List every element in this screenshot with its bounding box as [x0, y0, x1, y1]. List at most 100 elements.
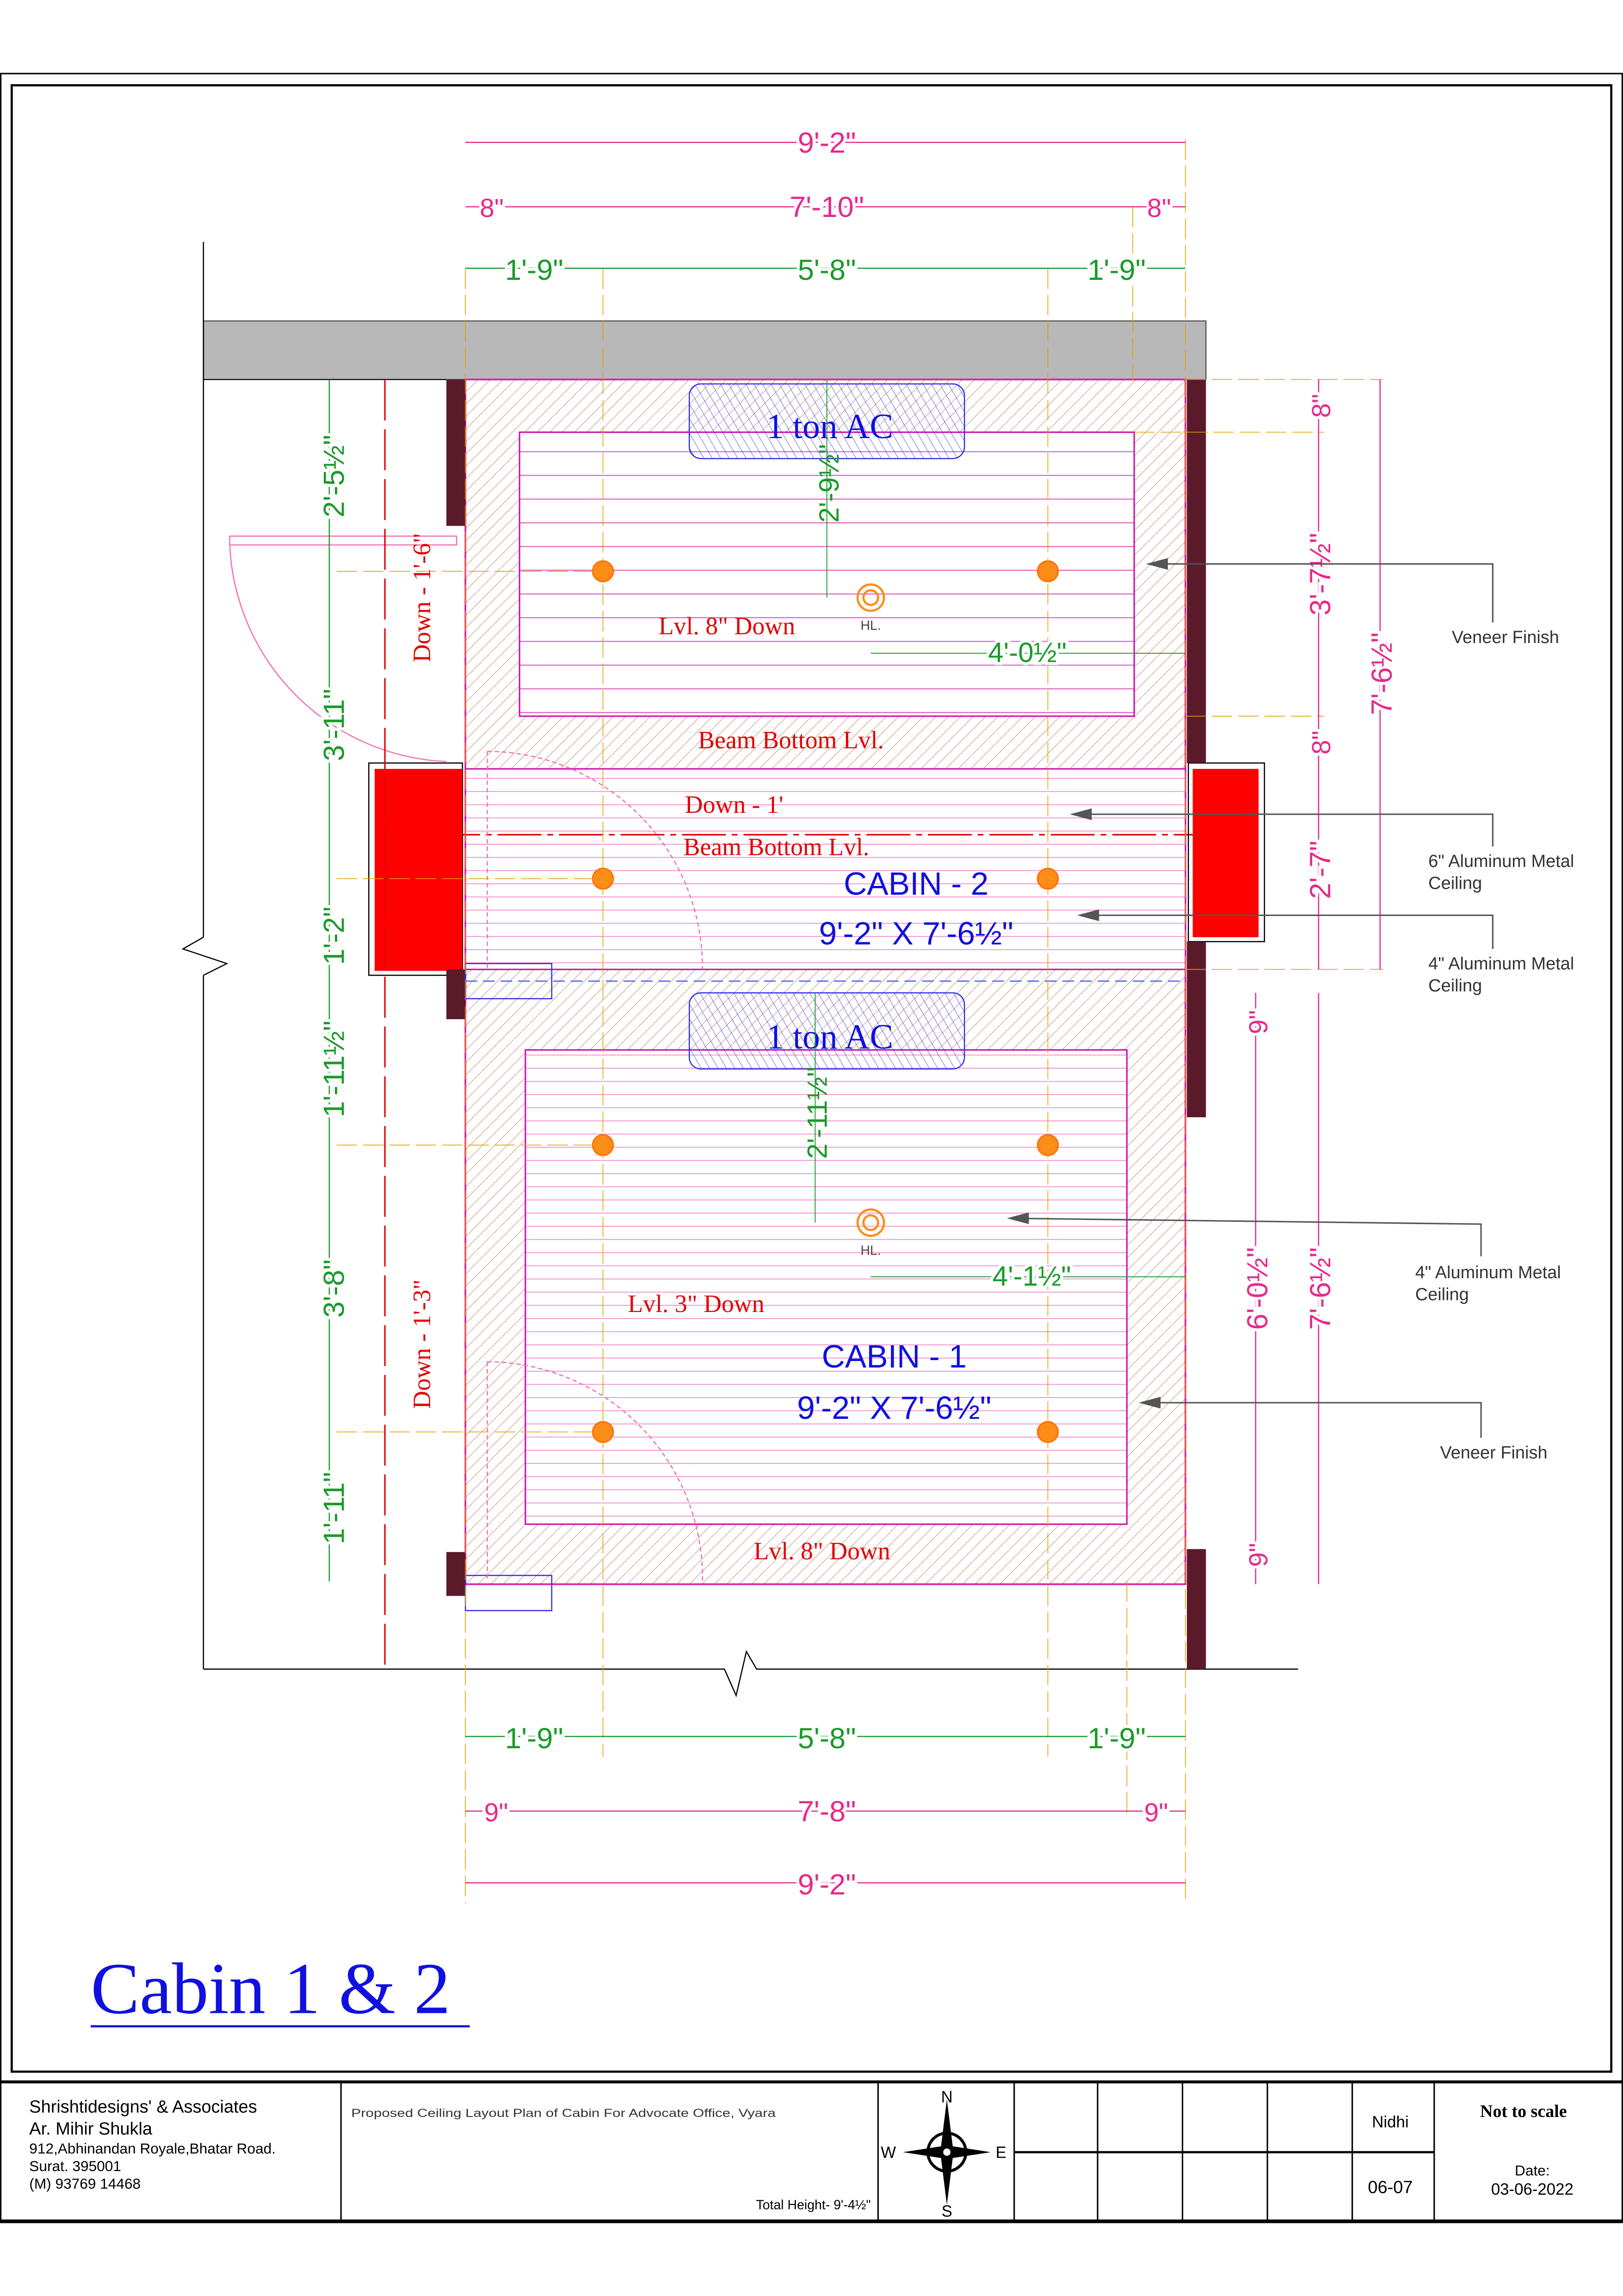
hanging-light-icon: [856, 1208, 885, 1237]
ac-unit-lower: [689, 992, 965, 1070]
tb-address1: 912,Abhinandan Royale,Bhatar Road.: [29, 2140, 276, 2157]
cabin2-name: CABIN - 2: [844, 866, 988, 902]
dim-left-5: 3'-8": [318, 1259, 351, 1318]
dim-right-l3: 9": [1244, 1543, 1273, 1567]
hanging-lights: [856, 583, 885, 1237]
arrow-icon: [1077, 909, 1099, 922]
tb-sheet-no: 06-07: [1368, 2178, 1413, 2197]
label-down-left-lower: Down - 1'-3": [408, 1280, 436, 1409]
bottom-wall-line: [203, 1650, 1298, 1697]
annotation-5: Veneer Finish: [1440, 1443, 1547, 1462]
dim-bot-right: 9": [1144, 1798, 1168, 1827]
dark-wall-strip: [446, 969, 466, 1020]
label-down1: Down - 1': [685, 791, 784, 818]
cabin1-name: CABIN - 1: [822, 1338, 967, 1374]
dim-top-mid: 7'-10": [790, 191, 864, 223]
center-lines: [336, 139, 1383, 1904]
leader-line: [1010, 1217, 1482, 1256]
dim-bot-mid: 7'-8": [798, 1795, 856, 1828]
tb-firm: Shrishtidesigns' & Associates: [29, 2098, 257, 2117]
dim-right-l2: 6'-0½": [1241, 1247, 1274, 1330]
compass-e: E: [996, 2144, 1006, 2162]
tb-drawn-by: Nidhi: [1372, 2113, 1408, 2131]
hanging-light-icon: [862, 589, 879, 606]
dim-ac-lower: 2'-11½": [802, 1067, 833, 1159]
dim-bot-overall: 9'-2": [798, 1869, 856, 1901]
dim-top-overall: 9'-2": [798, 127, 856, 159]
dim-right-u1: 8": [1307, 394, 1336, 418]
dim-bot-g-left: 1'-9": [505, 1722, 563, 1755]
dim-bot-left: 9": [484, 1798, 508, 1827]
dark-wall-strip: [446, 1552, 466, 1596]
hl-label-upper: HL.: [860, 618, 881, 633]
drawing-title: Cabin 1 & 2: [91, 1948, 450, 2029]
dim-hl-upper: 4'-0½": [988, 637, 1067, 668]
tb-project: Proposed Ceiling Layout Plan of Cabin Fo…: [351, 2107, 776, 2120]
label-lvl-bottom: Lvl. 8" Down: [754, 1537, 890, 1565]
dim-right-u4: 2'-7": [1304, 841, 1337, 899]
tb-phone: (M) 93769 14468: [29, 2175, 141, 2192]
door-swing-left: [229, 535, 457, 762]
arrow-icon: [1138, 1397, 1161, 1409]
top-dimensions: [465, 142, 1185, 1884]
label-down-left-upper: Down - 1'-6": [408, 533, 436, 662]
dim-top-right: 8": [1147, 193, 1171, 223]
dim-right-lower-total: 7'-6½": [1304, 1247, 1337, 1330]
annotation-1: Veneer Finish: [1452, 628, 1559, 647]
label-lvl-lower: Lvl. 3" Down: [628, 1290, 764, 1318]
dim-left-4: 1'-11½": [318, 1021, 351, 1117]
dark-wall-strip: [1187, 1549, 1206, 1669]
leader-lines: [1010, 563, 1493, 1438]
dim-right-l1: 9": [1244, 1010, 1273, 1034]
compass-s: S: [942, 2202, 952, 2220]
break-symbol-left: [181, 936, 228, 976]
dark-wall-strip: [1187, 379, 1206, 763]
column-right-fill: [1192, 768, 1259, 937]
arrow-icon: [1069, 808, 1092, 820]
inner-frame: [10, 84, 1613, 2073]
annotation-2b: Ceiling: [1428, 873, 1482, 893]
label-lvl-upper: Lvl. 8" Down: [659, 612, 795, 640]
arrow-icon: [1146, 558, 1168, 570]
compass-n: N: [941, 2088, 953, 2106]
annotation-3b: Ceiling: [1428, 976, 1482, 996]
hanging-light-icon: [862, 1214, 879, 1232]
compass-w: W: [881, 2144, 896, 2162]
label-beam1: Beam Bottom Lvl.: [698, 726, 884, 754]
dim-right-upper-total: 7'-6½": [1366, 632, 1398, 715]
dim-left-1: 2'-5½": [318, 435, 351, 518]
leader-line: [1142, 1402, 1482, 1438]
ac-label-upper: 1 ton AC: [766, 407, 893, 446]
dim-bot-g-right: 1'-9": [1087, 1722, 1146, 1755]
leader-line: [1148, 563, 1493, 623]
leader-arrows: [1006, 558, 1168, 1409]
dim-left-3: 1'-2": [318, 907, 351, 965]
annotation-2: 6" Aluminum Metal: [1428, 852, 1574, 871]
door-swing-cabin1: [487, 1361, 704, 1582]
hl-label-lower: HL.: [860, 1243, 881, 1258]
dim-bot-g-mid: 5'-8": [798, 1722, 856, 1755]
dim-left-2: 3'-11": [318, 689, 351, 761]
title-block: [0, 2080, 1623, 2222]
dim-top-g-mid: 5'-8": [798, 254, 856, 286]
cabin2-size: 9'-2" X 7'-6½": [819, 916, 1013, 952]
dim-right-u2: 3'-7½": [1304, 533, 1337, 616]
cabin1-size: 9'-2" X 7'-6½": [797, 1390, 991, 1426]
leader-line: [1080, 914, 1493, 949]
label-beam2: Beam Bottom Lvl.: [684, 833, 870, 861]
dim-right-u3: 8": [1307, 730, 1336, 755]
compass-icon: [903, 2099, 991, 2205]
aluminum-ceiling-stripes: [464, 768, 1186, 971]
dim-top-g-right: 1'-9": [1087, 254, 1146, 286]
tb-date-label: Date:: [1515, 2162, 1550, 2179]
tb-architect: Ar. Mihir Shukla: [29, 2119, 153, 2139]
dim-top-g-left: 1'-9": [505, 254, 563, 286]
tb-address2: Surat. 395001: [29, 2158, 121, 2174]
tb-scale: Not to scale: [1480, 2102, 1567, 2121]
annotation-3: 4" Aluminum Metal: [1428, 954, 1574, 973]
tb-date: 03-06-2022: [1491, 2180, 1574, 2198]
ac-label-lower: 1 ton AC: [766, 1017, 893, 1056]
dim-top-left: 8": [480, 193, 504, 223]
dark-wall-strip: [1187, 941, 1206, 1118]
